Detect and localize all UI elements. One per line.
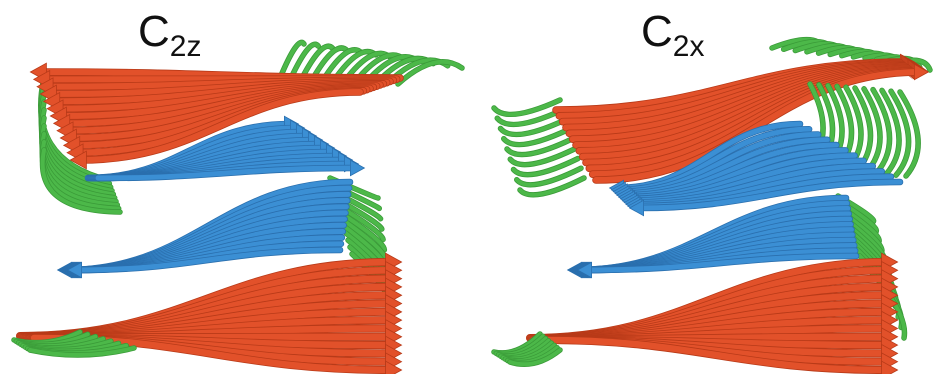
panel-c2x: C2x: [494, 7, 930, 374]
strand-bundle-c2x: [494, 40, 930, 374]
panel-label-c2z: C2z: [138, 7, 201, 63]
strand-arrowhead: [350, 160, 364, 175]
panel-label-c2x: C2x: [641, 7, 704, 63]
strand-bundle-c2z: [14, 42, 462, 374]
panel-c2z: C2z: [14, 7, 462, 374]
